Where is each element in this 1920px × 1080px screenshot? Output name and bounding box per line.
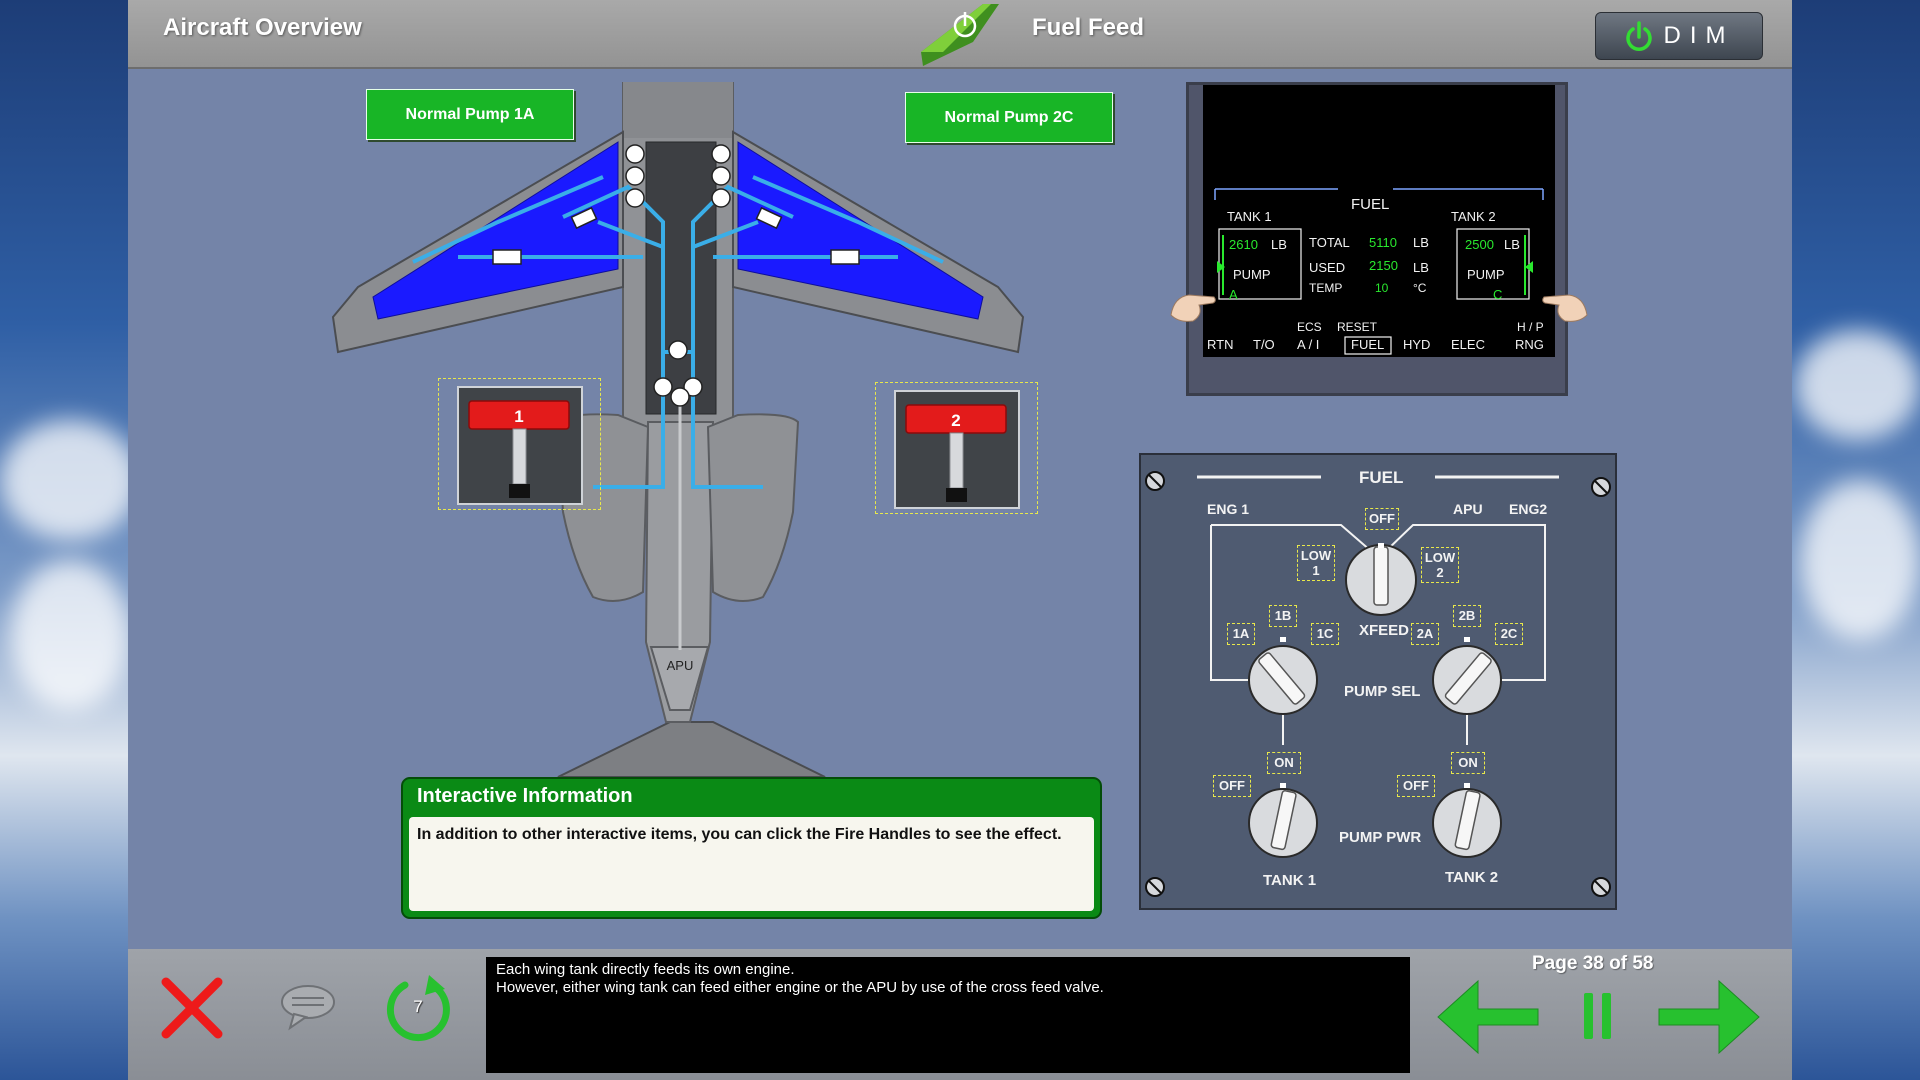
pump-sel-1b-position[interactable]: 1B <box>1269 605 1297 627</box>
ead-frame-lines <box>1214 188 1544 355</box>
pump-sel-2a-position[interactable]: 2A <box>1411 623 1439 645</box>
normal-pump-2c-button[interactable]: Normal Pump 2C <box>905 92 1113 143</box>
xfeed-low1-text-a: LOW <box>1300 548 1332 563</box>
xfeed-low1-text-b: 1 <box>1312 563 1320 578</box>
xfeed-label: XFEED <box>1359 622 1410 639</box>
ead-tank1-unit: LB <box>1271 237 1287 252</box>
info-title: Interactive Information <box>417 785 633 807</box>
eng2-label: ENG2 <box>1509 501 1548 517</box>
xfeed-low1-position[interactable]: LOW 1 <box>1297 545 1335 581</box>
caption-line-1: Each wing tank directly feeds its own en… <box>496 961 795 978</box>
pause-icon[interactable] <box>1580 989 1616 1045</box>
ead-temp-label: TEMP <box>1309 281 1343 295</box>
ead-used-label: USED <box>1309 260 1346 275</box>
ead-tank2-pump: C <box>1493 287 1503 302</box>
replay-icon <box>386 975 450 1042</box>
xfeed-off-position[interactable]: OFF <box>1365 508 1399 530</box>
dim-label: DIM <box>1663 22 1735 49</box>
dim-button[interactable]: DIM <box>1595 12 1763 60</box>
app-window: Aircraft Overview Fuel Feed DIM <box>128 0 1792 1080</box>
ead-total-value: 5110 <box>1369 235 1397 250</box>
eng1-label: ENG 1 <box>1207 501 1250 517</box>
narration-caption: Each wing tank directly feeds its own en… <box>486 957 1410 1073</box>
comment-icon[interactable] <box>278 982 338 1032</box>
ead-softkey-elec[interactable]: ELEC <box>1451 337 1485 352</box>
pump-pwr-label: PUMP PWR <box>1339 829 1422 846</box>
interactive-info-box: Interactive Information In addition to o… <box>401 777 1102 919</box>
pump-sel-label: PUMP SEL <box>1344 683 1421 700</box>
ead-softkey-hyd[interactable]: HYD <box>1403 337 1431 352</box>
xfeed-low2-text-b: 2 <box>1436 565 1444 580</box>
page-title: Fuel Feed <box>1032 14 1145 41</box>
ead-temp-unit: °C <box>1413 281 1427 295</box>
pump-sel-1a-position[interactable]: 1A <box>1227 623 1255 645</box>
pump-pwr-tank1-off-position[interactable]: OFF <box>1213 775 1251 797</box>
ead-tank2-unit: LB <box>1504 237 1520 252</box>
replay-button[interactable]: 7 <box>383 973 453 1043</box>
aircraft-logo-icon <box>921 4 999 66</box>
fire-handle-1-graphic: 1 <box>468 400 570 498</box>
pump-pwr-tank1-on-position[interactable]: ON <box>1267 752 1301 774</box>
fuel-panel-title: FUEL <box>1359 468 1404 487</box>
ead-softkey-ai[interactable]: A / I <box>1297 337 1320 352</box>
page-counter: Page 38 of 58 <box>1532 953 1654 974</box>
ead-tank2-pump-label: PUMP <box>1467 267 1505 282</box>
ead-tank2-label: TANK 2 <box>1451 209 1496 224</box>
fuel-control-panel: FUEL ENG 1 APU ENG2 OFF LOW 1 LOW 2 XFEE… <box>1139 453 1617 910</box>
ead-tank2-qty: 2500 <box>1465 237 1494 252</box>
fire-handle-2-label: 2 <box>951 411 960 430</box>
normal-pump-1a-button[interactable]: Normal Pump 1A <box>366 89 574 140</box>
ead-total-unit: LB <box>1413 235 1429 250</box>
pump-pwr-tank2-off-position[interactable]: OFF <box>1397 775 1435 797</box>
ead-temp-value: 10 <box>1375 281 1389 295</box>
pointing-hand-left-icon <box>1170 294 1216 322</box>
tank1-panel-label: TANK 1 <box>1263 872 1317 889</box>
ead-softkey-to[interactable]: T/O <box>1253 337 1275 352</box>
next-arrow-icon[interactable] <box>1653 975 1763 1059</box>
ead-softkey-reset[interactable]: RESET <box>1337 320 1378 334</box>
engine-display: FUEL TANK 1 TANK 2 2610 LB 2500 LB PUMP … <box>1170 82 1588 396</box>
ead-softkey-hp[interactable]: H / P <box>1517 320 1544 334</box>
ead-tank1-pump: A <box>1229 287 1238 302</box>
ead-total-label: TOTAL <box>1309 235 1350 250</box>
xfeed-low2-text-a: LOW <box>1424 550 1456 565</box>
ead-title: FUEL <box>1351 196 1390 213</box>
info-text: In addition to other interactive items, … <box>409 817 1094 911</box>
pump-sel-2c-position[interactable]: 2C <box>1495 623 1523 645</box>
ead-used-value: 2150 <box>1369 258 1398 273</box>
pump-sel-2b-position[interactable]: 2B <box>1453 605 1481 627</box>
ead-tank1-label: TANK 1 <box>1227 209 1272 224</box>
pump-pwr-tank2-on-position[interactable]: ON <box>1451 752 1485 774</box>
xfeed-low2-position[interactable]: LOW 2 <box>1421 547 1459 583</box>
fire-handle-1-label: 1 <box>514 407 523 426</box>
ead-softkey-rng[interactable]: RNG <box>1515 337 1544 352</box>
pump-sel-1c-position[interactable]: 1C <box>1311 623 1339 645</box>
close-icon[interactable] <box>160 976 224 1040</box>
aircraft-overview-title[interactable]: Aircraft Overview <box>163 14 362 41</box>
fire-handle-1-box: 1 <box>457 386 583 505</box>
fuel-panel-graphic <box>1145 471 1611 897</box>
ead-screen: FUEL TANK 1 TANK 2 2610 LB 2500 LB PUMP … <box>1203 85 1555 357</box>
pointing-hand-right-icon <box>1542 294 1588 322</box>
ead-used-unit: LB <box>1413 260 1429 275</box>
ead-softkey-rtn[interactable]: RTN <box>1207 337 1234 352</box>
ead-tank1-qty: 2610 <box>1229 237 1258 252</box>
top-bar: Aircraft Overview Fuel Feed DIM <box>128 0 1792 69</box>
caption-line-2: However, either wing tank can feed eithe… <box>496 979 1104 996</box>
bottom-bar: 7 Each wing tank directly feeds its own … <box>128 949 1792 1080</box>
tank2-panel-label: TANK 2 <box>1445 869 1499 886</box>
ead-softkey-fuel[interactable]: FUEL <box>1351 337 1385 352</box>
fire-handle-2[interactable]: 2 <box>875 382 1038 514</box>
fire-handle-1[interactable]: 1 <box>438 378 601 510</box>
replay-count: 7 <box>413 997 423 1016</box>
apu-label: APU <box>667 658 694 673</box>
power-icon <box>1625 21 1652 51</box>
ead-tank1-pump-label: PUMP <box>1233 267 1271 282</box>
back-arrow-icon[interactable] <box>1434 975 1544 1059</box>
apu-panel-label: APU <box>1453 501 1483 517</box>
fire-handle-2-graphic: 2 <box>905 404 1007 502</box>
fire-handle-2-box: 2 <box>894 390 1020 509</box>
ead-softkey-ecs[interactable]: ECS <box>1297 320 1322 334</box>
